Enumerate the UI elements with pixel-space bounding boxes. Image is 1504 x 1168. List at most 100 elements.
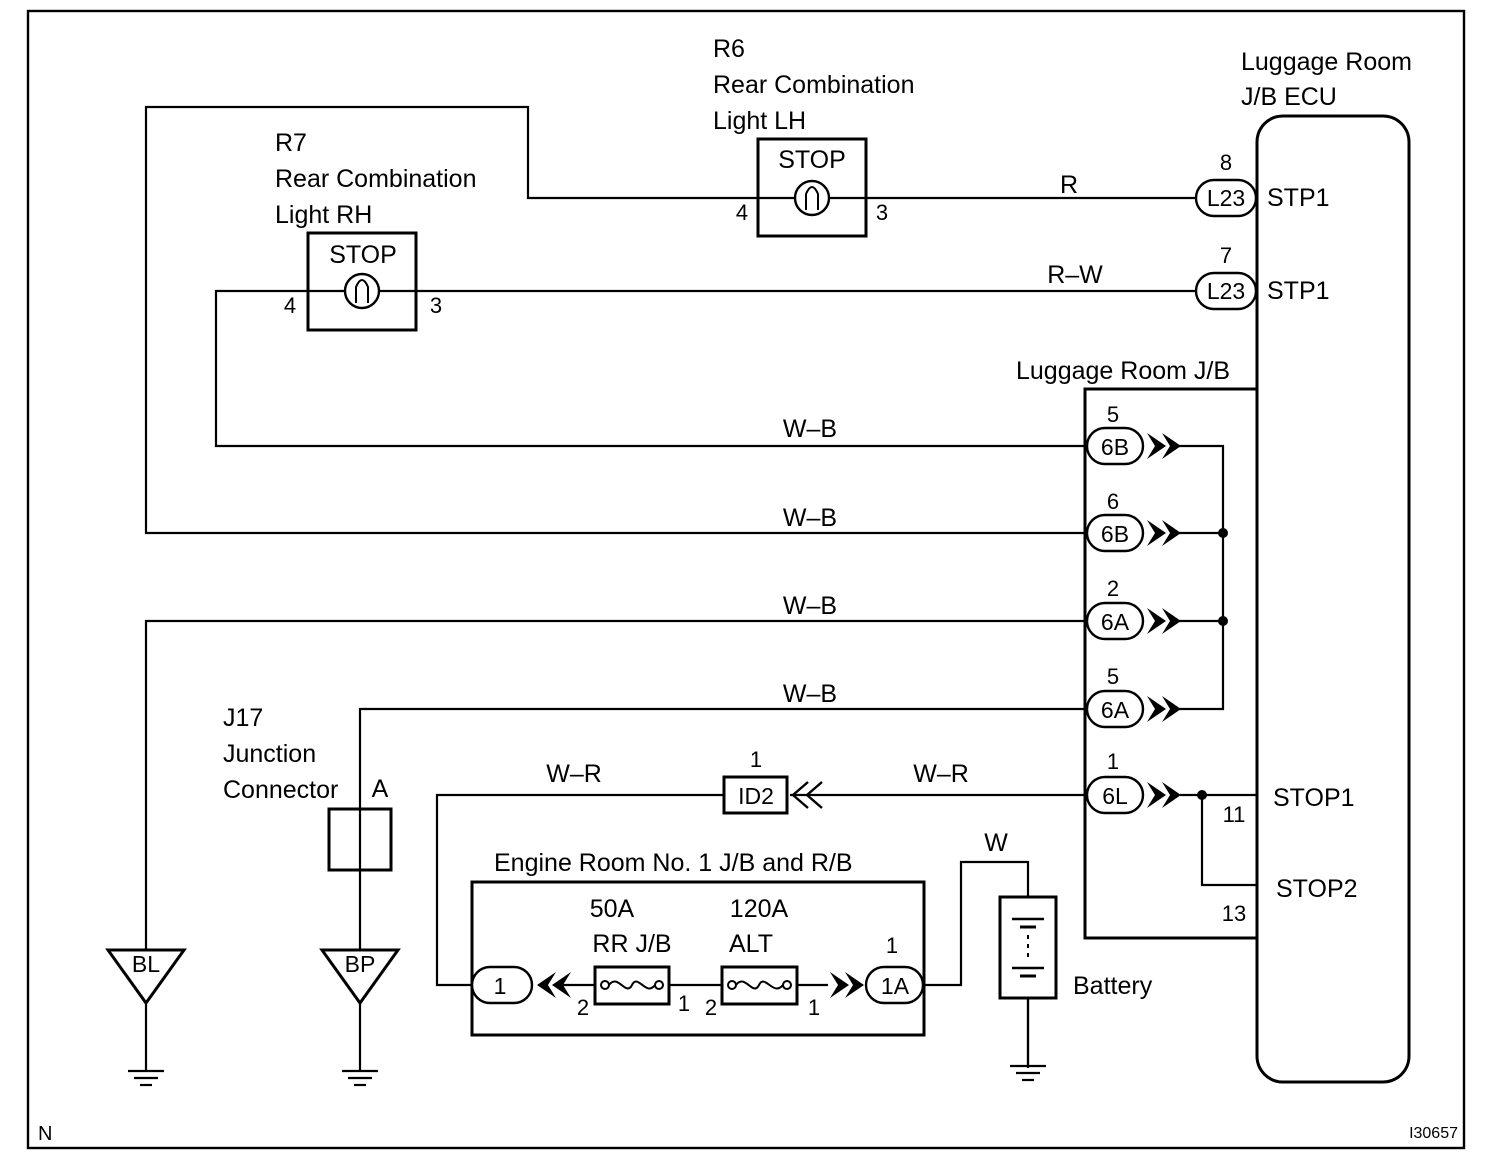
id2-arrow-icon xyxy=(791,781,823,809)
fuse1-name: RR J/B xyxy=(592,930,671,958)
fuse2-name: ALT xyxy=(729,930,773,958)
j17-junction-connector: J17 Junction Connector A xyxy=(223,704,393,872)
j17-line1: J17 xyxy=(223,704,263,732)
diagram-frame xyxy=(26,9,1466,1150)
fuse2-rating: 120A xyxy=(730,895,789,923)
fuse2-pin-right: 1 xyxy=(808,995,820,1020)
ecu-terminal: STP1 xyxy=(1267,184,1330,212)
luggage-room-jb-ecu: Luggage Room J/B ECU xyxy=(1241,48,1412,1084)
jb-connector-6b-6: 6 6B W–B xyxy=(783,489,1181,553)
r7-pin-left: 4 xyxy=(284,293,296,318)
jb-title: Luggage Room J/B xyxy=(1016,357,1230,385)
engine-room-left-connector: 1 xyxy=(494,973,507,999)
r7-id: R7 xyxy=(275,129,307,157)
jb-connector-6a-5: 5 6A W–B xyxy=(783,664,1181,729)
ground-code: BL xyxy=(132,951,160,977)
r6-id: R6 xyxy=(713,35,745,63)
fuse2-pin-left: 2 xyxy=(705,995,717,1020)
r7-rear-combination-light-rh: R7 Rear Combination Light RH STOP 4 3 xyxy=(275,129,477,332)
engine-room-right-pin: 1 xyxy=(886,933,898,958)
connector-arrow-icon xyxy=(1147,433,1181,459)
j17-line2: Junction xyxy=(223,740,316,768)
jb-connector-6a-2: 2 6A W–B xyxy=(783,576,1181,641)
fuse1-pin-left: 2 xyxy=(577,995,589,1020)
id2-wire-color: W–R xyxy=(546,760,602,788)
id2-code: ID2 xyxy=(738,783,774,809)
jb-connector-code: 6A xyxy=(1101,697,1130,723)
j17-pin: A xyxy=(372,775,389,803)
jb-connector-code: 6B xyxy=(1101,434,1129,460)
ecu-title-line2: J/B ECU xyxy=(1241,83,1337,111)
connector-arrow-icon xyxy=(1147,608,1181,634)
fuse-icon xyxy=(735,980,784,990)
connector-arrow-icon xyxy=(1147,520,1181,546)
luggage-room-jb: Luggage Room J/B xyxy=(1016,357,1257,940)
ground-bl: BL xyxy=(105,948,187,1087)
jb-connector-pin: 1 xyxy=(1107,749,1119,774)
jb-connector-code: 6L xyxy=(1102,783,1128,809)
fuse-icon xyxy=(608,980,656,990)
wire-color-label: R–W xyxy=(1047,261,1103,289)
junction-dots xyxy=(1197,528,1228,800)
wires xyxy=(144,105,1257,1068)
r7-bulb-icon xyxy=(343,272,381,310)
jb-connector-pin: 5 xyxy=(1107,664,1119,689)
ecu-stop1-label: STOP1 xyxy=(1273,784,1355,812)
r6-rear-combination-light-lh: R6 Rear Combination Light LH STOP 4 3 xyxy=(713,35,915,238)
ground-icon xyxy=(340,1001,380,1087)
battery: W Battery xyxy=(984,829,1153,1082)
engine-room-jb-rb: Engine Room No. 1 J/B and R/B 1 50A RR J… xyxy=(470,849,926,1037)
battery-label: Battery xyxy=(1073,972,1153,1000)
jb-connector-pin: 5 xyxy=(1107,402,1119,427)
ecu-title-line1: Luggage Room xyxy=(1241,48,1412,76)
wire-color-label: R xyxy=(1060,171,1078,199)
j17-line3: Connector xyxy=(223,776,338,804)
connector-arrow-icon xyxy=(830,972,864,998)
r6-pin-left: 4 xyxy=(736,200,748,225)
jb-connector-code: 6A xyxy=(1101,609,1130,635)
r6-line1: Rear Combination xyxy=(713,71,915,99)
engine-room-right-connector: 1A xyxy=(881,973,910,999)
ground-icon xyxy=(126,1001,166,1087)
ecu-connector-pin: 8 xyxy=(1220,150,1232,175)
id2-pin: 1 xyxy=(750,747,762,772)
wire-color-label: W–B xyxy=(783,680,837,708)
r7-lamp-label: STOP xyxy=(329,241,397,269)
ecu-connector-l23-8: 8 L23 STP1 R xyxy=(1060,150,1330,218)
r6-line2: Light LH xyxy=(713,107,806,135)
ecu-connector-code: L23 xyxy=(1207,185,1245,211)
r6-bulb-icon xyxy=(793,179,831,217)
ecu-connector-l23-7: 7 L23 STP1 R–W xyxy=(1047,243,1330,311)
ecu-stop2-pin: 13 xyxy=(1222,901,1246,926)
jb-connector-6b-5: 5 6B W–B xyxy=(783,402,1181,466)
fuse1-pin-right: 1 xyxy=(678,991,690,1016)
figure-id: I30657 xyxy=(1409,1125,1458,1142)
corner-letter: N xyxy=(38,1123,52,1145)
wire-color-label: W–R xyxy=(913,760,969,788)
wire-color-label: W–B xyxy=(783,504,837,532)
connector-arrow-icon xyxy=(1147,782,1181,808)
wire-color-label: W–B xyxy=(783,592,837,620)
jb-connector-code: 6B xyxy=(1101,521,1129,547)
ecu-stop1-pin: 11 xyxy=(1223,802,1246,827)
jb-connector-6l-1: 1 6L W–R xyxy=(913,749,1181,815)
r6-pin-right: 3 xyxy=(876,200,888,225)
ecu-stop2-label: STOP2 xyxy=(1276,875,1358,903)
r7-line1: Rear Combination xyxy=(275,165,477,193)
connector-arrow-icon xyxy=(537,972,571,998)
wire-color-label: W–B xyxy=(783,415,837,443)
jb-connector-pin: 2 xyxy=(1107,576,1119,601)
ecu-connector-pin: 7 xyxy=(1220,243,1232,268)
jb-connector-pin: 6 xyxy=(1107,489,1119,514)
engine-room-title: Engine Room No. 1 J/B and R/B xyxy=(494,849,853,877)
r7-line2: Light RH xyxy=(275,201,372,229)
ecu-connector-code: L23 xyxy=(1207,278,1245,304)
ground-bp: BP xyxy=(319,948,401,1087)
ecu-stop-terminals: STOP1 11 STOP2 13 xyxy=(1222,784,1358,926)
ecu-terminal: STP1 xyxy=(1267,277,1330,305)
r7-pin-right: 3 xyxy=(430,293,442,318)
r6-lamp-label: STOP xyxy=(778,146,846,174)
ground-code: BP xyxy=(345,951,376,977)
fuse1-rating: 50A xyxy=(590,895,635,923)
